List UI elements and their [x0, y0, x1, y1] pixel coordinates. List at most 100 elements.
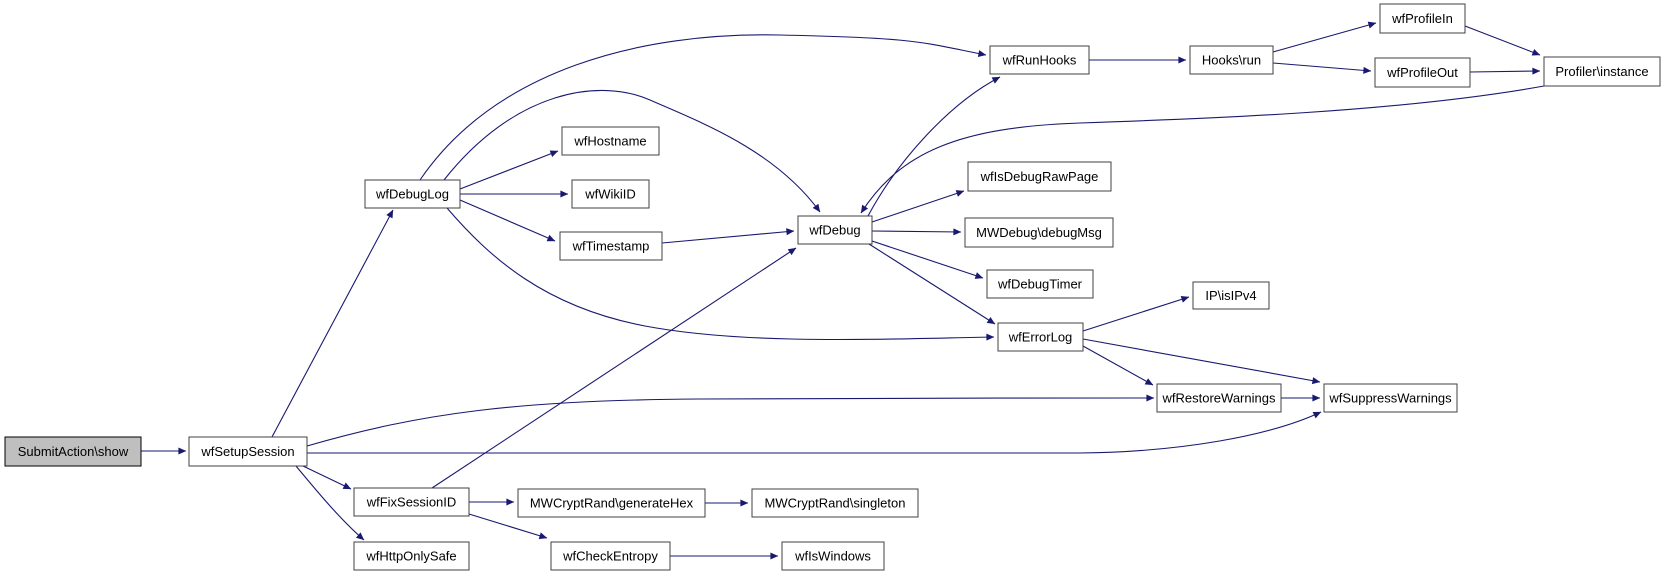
node-label-wfDebugLog: wfDebugLog [375, 187, 449, 202]
node-box-wfRunHooks[interactable] [989, 45, 1090, 75]
edge-wfDebugLog-to-wfErrorLog [446, 207, 995, 341]
node-label-IP-isIPv4: IP\isIPv4 [1205, 288, 1256, 303]
node-label-SubmitAction-show: SubmitAction\show [18, 444, 129, 459]
edge-wfSetupSession-to-wfHttpOnlySafe [295, 465, 365, 541]
node-box-wfDebugLog[interactable] [364, 179, 461, 209]
edge-wfFixSessionID-to-wfDebug [431, 247, 797, 489]
node-wfErrorLog[interactable]: wfErrorLog [997, 322, 1084, 352]
node-MWDebug-debugMsg[interactable]: MWDebug\debugMsg [964, 217, 1114, 248]
node-box-wfFixSessionID[interactable] [353, 487, 470, 517]
node-box-MWCryptRand-generateHex[interactable] [517, 488, 706, 518]
edge-wfDebug-to-MWDebug-debugMsg [871, 228, 962, 236]
node-label-wfTimestamp: wfTimestamp [572, 239, 650, 254]
node-wfSuppressWarnings[interactable]: wfSuppressWarnings [1323, 383, 1458, 413]
nodes-layer: SubmitAction\show wfSetupSession wfDebugLo… [4, 3, 1661, 571]
node-box-wfProfileIn[interactable] [1379, 3, 1466, 34]
node-label-MWCryptRand-generateHex: MWCryptRand\generateHex [530, 496, 694, 511]
node-wfSetupSession[interactable]: wfSetupSession [188, 436, 308, 467]
node-SubmitAction-show: SubmitAction\show [4, 436, 142, 467]
edge-wfDebugLog-to-wfRunHooks [419, 34, 987, 181]
node-IP-isIPv4[interactable]: IP\isIPv4 [1192, 281, 1270, 310]
node-box-wfProfileOut[interactable] [1374, 57, 1471, 88]
node-wfProfileOut[interactable]: wfProfileOut [1374, 57, 1471, 88]
node-box-IP-isIPv4[interactable] [1192, 281, 1270, 310]
node-box-Hooks-run[interactable] [1189, 45, 1274, 75]
node-box-wfErrorLog[interactable] [997, 322, 1084, 352]
edge-wfDebugLog-to-wfTimestamp [459, 199, 556, 242]
edge-wfTimestamp-to-wfDebug [661, 228, 795, 244]
node-label-MWDebug-debugMsg: MWDebug\debugMsg [976, 225, 1102, 240]
node-label-wfProfileOut: wfProfileOut [1386, 65, 1458, 80]
node-wfDebugTimer[interactable]: wfDebugTimer [986, 269, 1094, 299]
node-label-wfHostname: wfHostname [573, 134, 646, 149]
edge-Hooks-run-to-wfProfileOut [1272, 62, 1372, 74]
edge-wfDebug-to-wfDebugTimer [871, 240, 984, 279]
node-box-wfHostname[interactable] [561, 126, 660, 156]
edges-layer [141, 21, 1545, 560]
node-wfProfileIn[interactable]: wfProfileIn [1379, 3, 1466, 34]
node-box-MWDebug-debugMsg[interactable] [964, 217, 1114, 248]
edge-wfErrorLog-to-IP-isIPv4 [1082, 295, 1190, 332]
node-label-wfRestoreWarnings: wfRestoreWarnings [1162, 391, 1276, 406]
node-label-wfDebug: wfDebug [808, 223, 860, 238]
node-label-Hooks-run: Hooks\run [1202, 53, 1261, 68]
node-wfHostname[interactable]: wfHostname [561, 126, 660, 156]
node-box-Profiler-instance[interactable] [1543, 56, 1661, 87]
node-box-wfTimestamp[interactable] [559, 231, 663, 261]
node-box-wfCheckEntropy[interactable] [550, 541, 671, 571]
edge-wfErrorLog-to-wfRestoreWarnings [1082, 345, 1154, 386]
node-label-wfHttpOnlySafe: wfHttpOnlySafe [365, 549, 456, 564]
node-label-wfRunHooks: wfRunHooks [1002, 53, 1077, 68]
node-box-wfIsWindows[interactable] [781, 541, 885, 571]
node-label-wfProfileIn: wfProfileIn [1391, 11, 1453, 26]
node-wfCheckEntropy[interactable]: wfCheckEntropy [550, 541, 671, 571]
node-wfFixSessionID[interactable]: wfFixSessionID [353, 487, 470, 517]
node-wfRestoreWarnings[interactable]: wfRestoreWarnings [1156, 383, 1282, 413]
node-box-SubmitAction-show [4, 436, 142, 467]
node-box-wfWikiID[interactable] [571, 179, 650, 209]
node-label-wfIsWindows: wfIsWindows [794, 549, 871, 564]
node-wfRunHooks[interactable]: wfRunHooks [989, 45, 1090, 75]
edge-wfProfileOut-to-Profiler-instance [1469, 67, 1541, 75]
edge-wfSetupSession-to-wfDebugLog [271, 209, 394, 438]
node-label-Profiler-instance: Profiler\instance [1555, 64, 1648, 79]
node-label-wfSuppressWarnings: wfSuppressWarnings [1328, 391, 1452, 406]
edge-wfFixSessionID-to-wfCheckEntropy [468, 513, 548, 540]
node-box-MWCryptRand-singleton[interactable] [751, 488, 919, 518]
node-label-wfDebugTimer: wfDebugTimer [997, 277, 1083, 292]
node-MWCryptRand-generateHex[interactable]: MWCryptRand\generateHex [517, 488, 706, 518]
node-box-wfRestoreWarnings[interactable] [1156, 383, 1282, 413]
node-label-wfCheckEntropy: wfCheckEntropy [562, 549, 658, 564]
node-wfWikiID[interactable]: wfWikiID [571, 179, 650, 209]
edge-wfDebug-to-wfIsDebugRawPage [871, 190, 965, 223]
node-box-wfHttpOnlySafe[interactable] [353, 541, 470, 571]
node-label-MWCryptRand-singleton: MWCryptRand\singleton [765, 496, 906, 511]
node-label-wfFixSessionID: wfFixSessionID [366, 495, 457, 510]
node-wfIsDebugRawPage[interactable]: wfIsDebugRawPage [967, 161, 1112, 192]
node-Hooks-run[interactable]: Hooks\run [1189, 45, 1274, 75]
edge-wfErrorLog-to-wfSuppressWarnings [1082, 338, 1321, 385]
node-label-wfWikiID: wfWikiID [584, 187, 636, 202]
node-box-wfDebug[interactable] [797, 215, 873, 245]
node-box-wfSetupSession[interactable] [188, 436, 308, 467]
node-wfDebugLog[interactable]: wfDebugLog [364, 179, 461, 209]
node-wfDebug[interactable]: wfDebug [797, 215, 873, 245]
node-label-wfErrorLog: wfErrorLog [1008, 330, 1073, 345]
node-box-wfSuppressWarnings[interactable] [1323, 383, 1458, 413]
node-box-wfDebugTimer[interactable] [986, 269, 1094, 299]
edge-wfSetupSession-to-wfSuppressWarnings [307, 411, 1322, 454]
node-wfTimestamp[interactable]: wfTimestamp [559, 231, 663, 261]
node-Profiler-instance[interactable]: Profiler\instance [1543, 56, 1661, 87]
node-box-wfIsDebugRawPage[interactable] [967, 161, 1112, 192]
edge-wfSetupSession-to-wfRestoreWarnings [306, 394, 1155, 447]
edge-wfDebug-to-wfRunHooks [867, 76, 1001, 217]
node-label-wfSetupSession: wfSetupSession [200, 444, 294, 459]
edge-wfProfileIn-to-Profiler-instance [1464, 25, 1541, 56]
edge-wfSetupSession-to-wfFixSessionID [302, 465, 352, 490]
node-MWCryptRand-singleton[interactable]: MWCryptRand\singleton [751, 488, 919, 518]
node-wfIsWindows[interactable]: wfIsWindows [781, 541, 885, 571]
node-label-wfIsDebugRawPage: wfIsDebugRawPage [980, 169, 1099, 184]
node-wfHttpOnlySafe[interactable]: wfHttpOnlySafe [353, 541, 470, 571]
